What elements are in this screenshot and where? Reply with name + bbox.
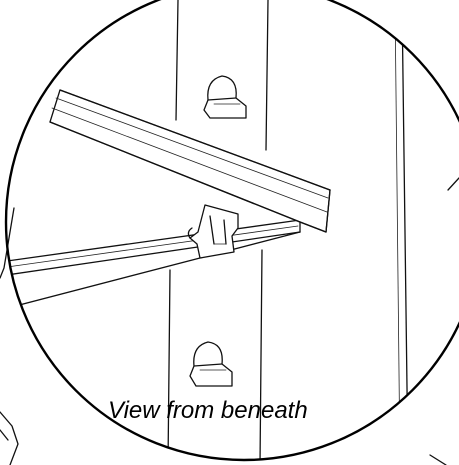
upper-hook-lug	[203, 75, 247, 119]
outside-fragments	[0, 177, 459, 465]
lower-hook-lug	[189, 341, 233, 387]
lower-rail	[6, 219, 301, 311]
upright-panels	[167, 0, 409, 460]
shelf-rail	[49, 89, 331, 233]
rail-clip	[187, 204, 239, 259]
view-caption: View from beneath	[108, 397, 308, 424]
